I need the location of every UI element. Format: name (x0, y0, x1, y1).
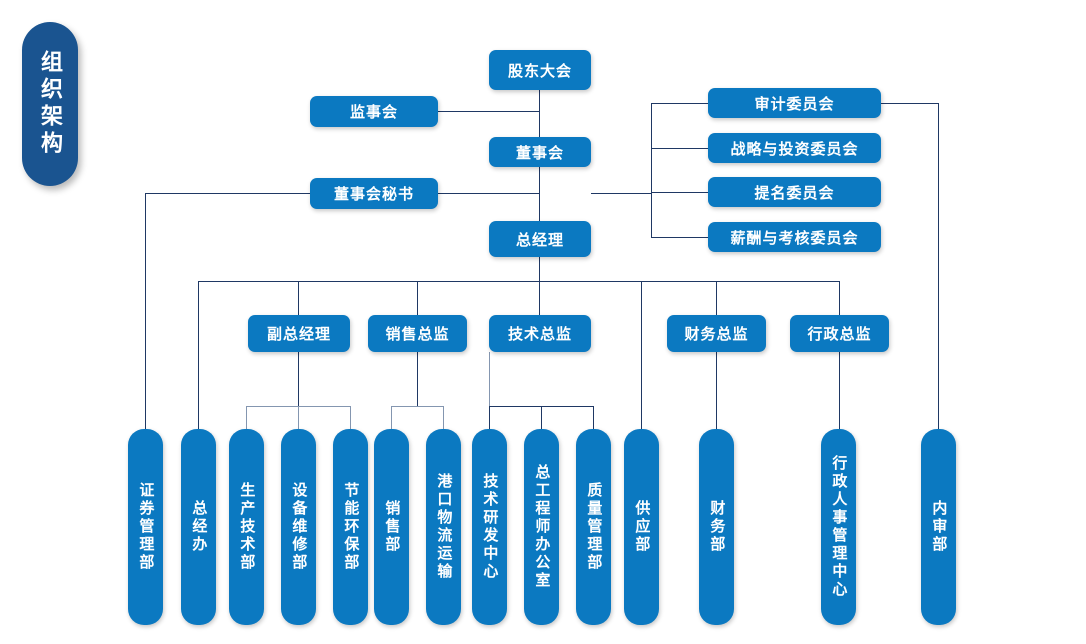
connector-tech-to-rnd-center (489, 406, 490, 429)
node-label: 生产技术部 (238, 482, 256, 572)
connector-committee-rail (651, 103, 652, 237)
node-label: 股东大会 (507, 62, 572, 80)
node-dept-administration-hr-center[interactable]: 行政人事管理中心 (821, 429, 856, 625)
node-administrative-director[interactable]: 行政总监 (790, 315, 889, 352)
connector-sales-director-stem (417, 352, 418, 406)
node-label: 技术总监 (507, 326, 572, 343)
node-board-of-supervisors[interactable]: 监事会 (310, 96, 438, 127)
connector-committee-4 (651, 237, 708, 238)
node-committee-remuneration-appraisal[interactable]: 薪酬与考核委员会 (708, 222, 881, 252)
node-dept-finance[interactable]: 财务部 (699, 429, 734, 625)
connector-secretary-left (145, 193, 310, 194)
connector-audit-to-internal-audit-dept (938, 103, 939, 429)
node-label: 销售部 (383, 500, 401, 554)
node-dept-gm-office[interactable]: 总经办 (181, 429, 216, 625)
node-deputy-general-manager[interactable]: 副总经理 (248, 315, 350, 352)
connector-sales-to-sales-dept (391, 406, 392, 429)
connector-committee-2 (651, 148, 708, 149)
connector-tech-director-stem (489, 352, 490, 406)
node-dept-sales[interactable]: 销售部 (374, 429, 409, 625)
node-label: 监事会 (349, 104, 398, 121)
node-board-secretary[interactable]: 董事会秘书 (310, 178, 438, 209)
node-label: 总经理 (515, 231, 564, 249)
node-general-manager[interactable]: 总经理 (489, 221, 591, 257)
page-title-badge: 组织架构 (22, 22, 78, 186)
connector-board-to-gm (539, 167, 540, 221)
connector-bus-to-deputy-gm (298, 281, 299, 315)
connector-bus-to-sales-director (417, 281, 418, 315)
node-label: 行政总监 (807, 326, 872, 343)
node-label: 行政人事管理中心 (830, 455, 848, 599)
node-dept-port-logistics-transport[interactable]: 港口物流运输 (426, 429, 461, 625)
node-label: 设备维修部 (290, 482, 308, 572)
connector-finance-director-to-finance-dept (716, 352, 717, 429)
node-label: 薪酬与考核委员会 (730, 229, 859, 247)
node-dept-equipment-maintenance[interactable]: 设备维修部 (281, 429, 316, 625)
node-label: 总工程师办公室 (533, 464, 551, 590)
node-committee-strategy-investment[interactable]: 战略与投资委员会 (708, 133, 881, 163)
node-board-of-directors[interactable]: 董事会 (489, 137, 591, 167)
node-label: 副总经理 (266, 326, 331, 343)
node-dept-energy-environment[interactable]: 节能环保部 (333, 429, 368, 625)
node-label: 董事会秘书 (333, 186, 414, 203)
node-committee-audit[interactable]: 审计委员会 (708, 88, 881, 118)
connector-sales-director-bar (391, 406, 443, 407)
connector-bus-to-supply-dept (641, 281, 642, 429)
node-sales-director[interactable]: 销售总监 (368, 315, 467, 352)
connector-main-bus (198, 281, 840, 282)
node-label: 财务总监 (684, 326, 749, 343)
node-dept-internal-audit[interactable]: 内审部 (921, 429, 956, 625)
node-label: 审计委员会 (754, 95, 835, 113)
connector-committee-3 (651, 192, 708, 193)
node-label: 财务部 (708, 500, 726, 554)
node-label: 技术研发中心 (481, 473, 499, 581)
node-dept-supply[interactable]: 供应部 (624, 429, 659, 625)
node-finance-director[interactable]: 财务总监 (667, 315, 766, 352)
node-label: 港口物流运输 (435, 473, 453, 581)
connector-deputy-gm-to-energy-dept (350, 406, 351, 429)
connector-bus-to-finance-director (716, 281, 717, 315)
connector-bus-to-gm-office (198, 281, 199, 429)
node-technical-director[interactable]: 技术总监 (489, 315, 591, 352)
node-dept-technology-rnd-center[interactable]: 技术研发中心 (472, 429, 507, 625)
connector-bus-to-admin-director (839, 281, 840, 315)
node-label: 证券管理部 (137, 482, 155, 572)
connector-deputy-gm-to-production-dept (246, 406, 247, 429)
node-label: 董事会 (515, 144, 564, 162)
node-label: 内审部 (930, 500, 948, 554)
node-label: 销售总监 (385, 326, 450, 343)
node-dept-chief-engineer-office[interactable]: 总工程师办公室 (524, 429, 559, 625)
node-committee-nomination[interactable]: 提名委员会 (708, 177, 881, 207)
node-label: 供应部 (633, 500, 651, 554)
connector-board-to-committees (591, 193, 651, 194)
node-shareholders-meeting[interactable]: 股东大会 (489, 50, 591, 90)
node-label: 战略与投资委员会 (730, 140, 859, 158)
connector-tech-to-chief-engineer-office (541, 406, 542, 429)
node-label: 提名委员会 (754, 184, 835, 202)
connector-tech-to-quality-dept (593, 406, 594, 429)
connector-sales-to-logistics-dept (443, 406, 444, 429)
node-label: 总经办 (190, 500, 208, 554)
node-dept-quality-management[interactable]: 质量管理部 (576, 429, 611, 625)
connector-audit-committee-right (881, 103, 939, 104)
page-title: 组织架构 (37, 50, 63, 158)
connector-shareholders-to-board (539, 90, 540, 137)
connector-admin-director-to-hr-center (839, 352, 840, 429)
connector-deputy-gm-stem (298, 352, 299, 406)
node-label: 节能环保部 (342, 482, 360, 572)
connector-committee-1 (651, 103, 708, 104)
connector-gm-to-bus (539, 257, 540, 281)
connector-secretary-to-securities-dept (145, 193, 146, 429)
connector-deputy-gm-to-equipment-dept (298, 406, 299, 429)
connector-supervisors-to-trunk (438, 111, 539, 112)
connector-secretary-to-trunk (438, 193, 539, 194)
node-dept-production-technology[interactable]: 生产技术部 (229, 429, 264, 625)
node-label: 质量管理部 (585, 482, 603, 572)
connector-bus-to-tech-director (539, 281, 540, 315)
node-dept-securities-management[interactable]: 证券管理部 (128, 429, 163, 625)
